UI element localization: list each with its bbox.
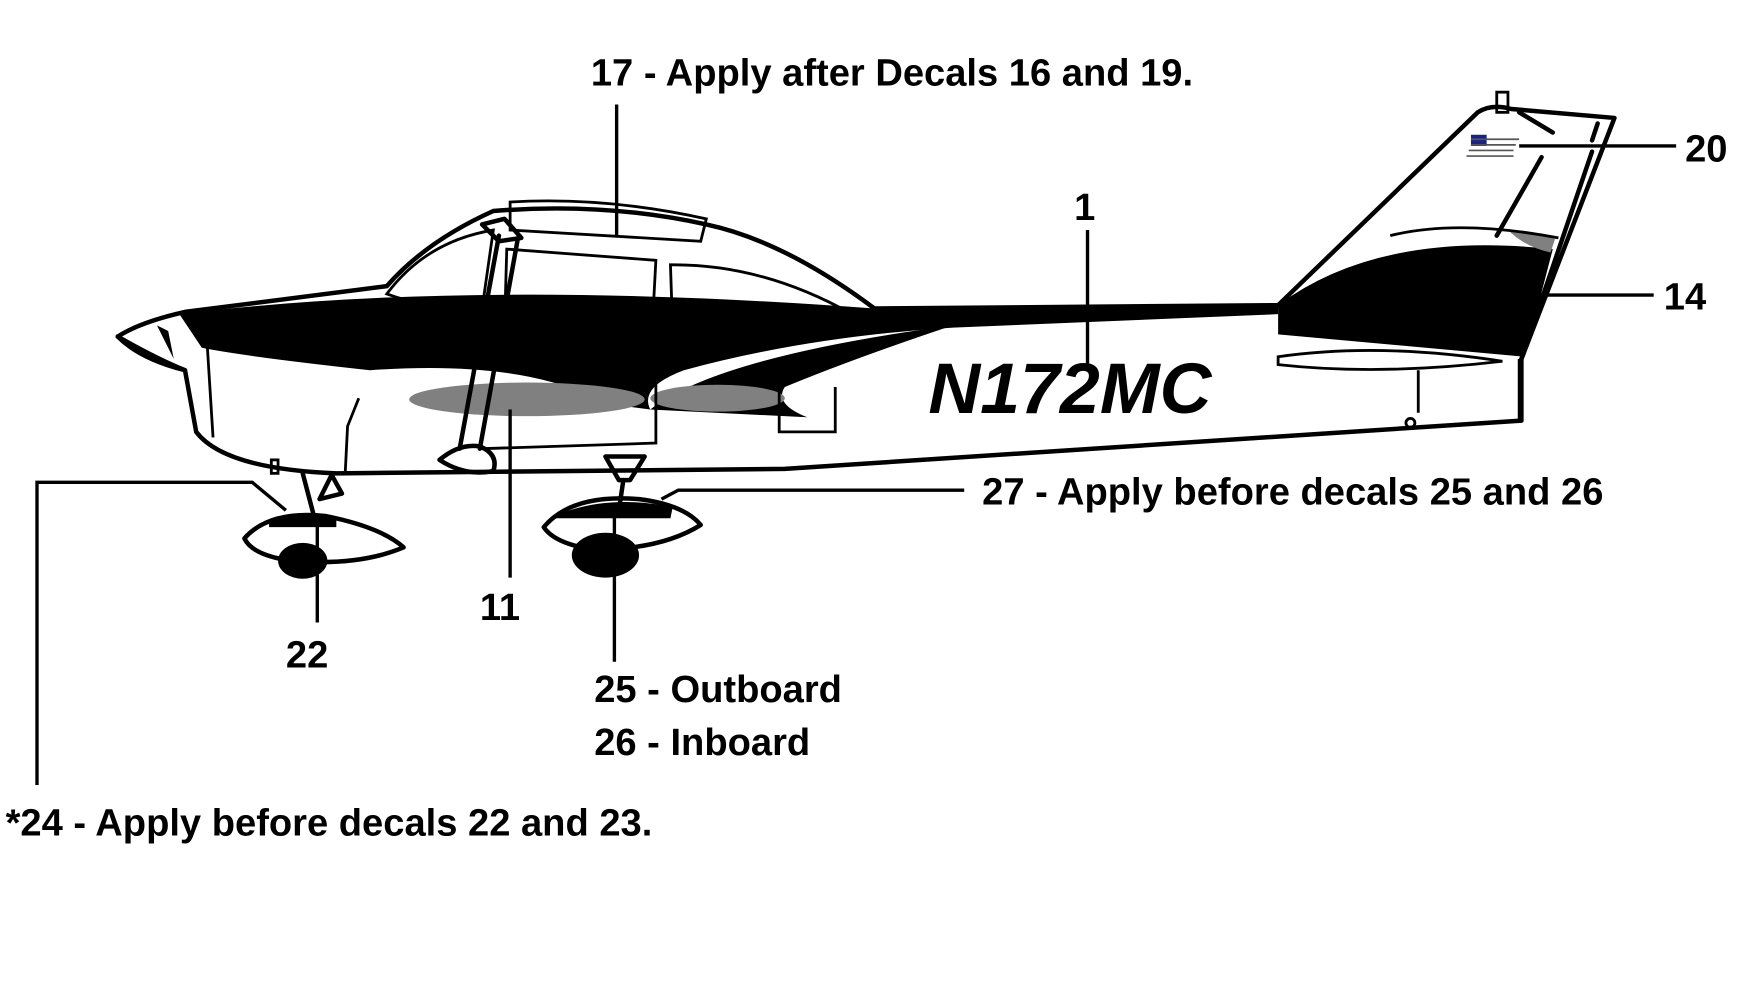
tail-stripe bbox=[1278, 245, 1553, 357]
callout-27: 27 - Apply before decals 25 and 26 bbox=[982, 472, 1603, 514]
airplane-illustration: N172MC bbox=[115, 90, 1617, 579]
callout-25: 25 - Outboard bbox=[594, 669, 842, 711]
flag-decal-icon bbox=[1466, 134, 1520, 157]
fuselage bbox=[115, 104, 1617, 476]
window-rear bbox=[669, 263, 857, 333]
nose-wheel bbox=[242, 512, 406, 579]
callout-11: 11 bbox=[480, 587, 520, 629]
fuselage-stripe bbox=[179, 294, 1279, 410]
callout-24: *24 - Apply before decals 22 and 23. bbox=[6, 802, 653, 844]
gray-accent bbox=[650, 384, 785, 412]
callout-20: 20 bbox=[1685, 129, 1727, 171]
callout-17: 17 - Apply after Decals 16 and 19. bbox=[591, 52, 1193, 94]
callout-14: 14 bbox=[1664, 277, 1706, 319]
registration-number: N172MC bbox=[928, 349, 1212, 429]
windshield bbox=[384, 228, 495, 310]
main-wheel bbox=[541, 496, 703, 578]
wing-strut bbox=[457, 233, 521, 451]
callout-1: 1 bbox=[1074, 187, 1095, 229]
callouts: 17 - Apply after Decals 16 and 19. 1 20 … bbox=[6, 52, 1728, 844]
gray-accent bbox=[409, 382, 645, 417]
callout-22: 22 bbox=[286, 634, 328, 676]
callout-26: 26 - Inboard bbox=[594, 722, 810, 764]
leader-lines bbox=[35, 104, 1677, 786]
